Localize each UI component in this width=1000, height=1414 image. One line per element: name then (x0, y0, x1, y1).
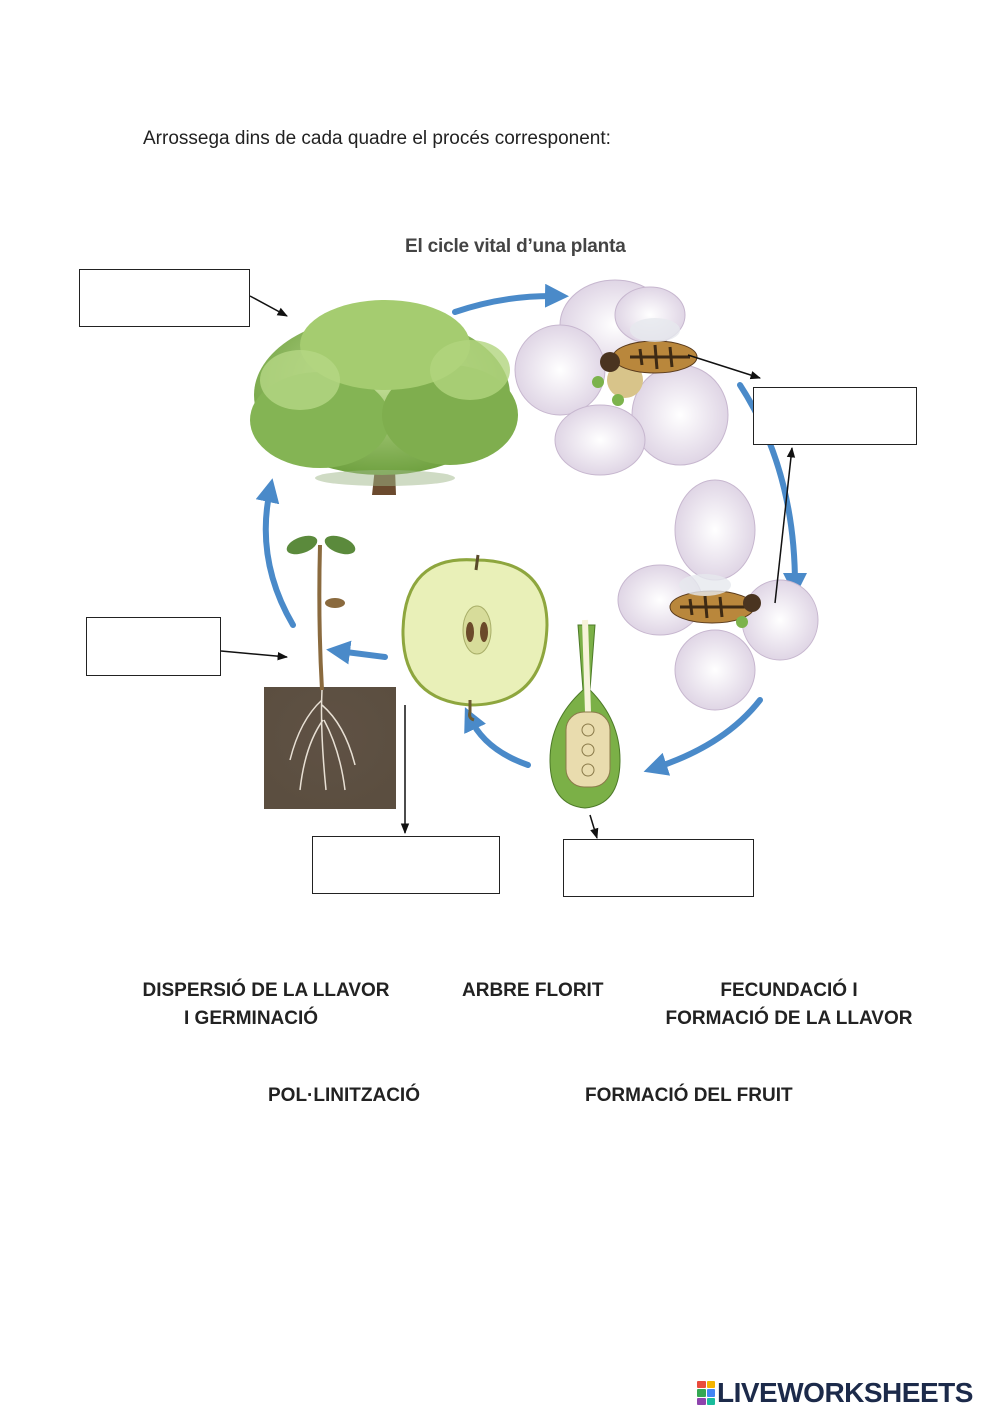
cycle-arrow-seedling-to-tree (266, 490, 293, 625)
flower-with-bee-illustration (515, 280, 728, 475)
label-fecundation-line1: FECUNDACIÓ I (660, 977, 918, 1005)
pointer-line-seedling (221, 651, 287, 657)
tree-illustration (250, 300, 518, 495)
cycle-arrow-apple-to-seedling (338, 651, 385, 657)
cycle-arrow-bee-to-ovary (655, 700, 760, 768)
label-dispersal-line1: DISPERSIÓ DE LA LLAVOR (142, 977, 390, 1005)
label-tree-text: ARBRE FLORIT (462, 977, 603, 1005)
label-fruit-text: FORMACIÓ DEL FRUIT (585, 1082, 793, 1110)
pointer-line-ovary (590, 815, 597, 838)
cycle-arrow-ovary-to-apple (470, 718, 528, 765)
label-dispersal-line2: I GERMINACIÓ (142, 1005, 390, 1033)
liveworksheets-logo-icon (697, 1381, 715, 1405)
label-fruit-formation[interactable]: FORMACIÓ DEL FRUIT (585, 1082, 793, 1110)
liveworksheets-brand-text: LIVEWORKSHEETS (717, 1377, 973, 1409)
answer-box-ovary[interactable] (563, 839, 754, 897)
label-fecundation-line2: FORMACIÓ DE LA LLAVOR (660, 1005, 918, 1033)
pointer-line-tree (250, 296, 287, 316)
label-pollination[interactable]: POL·LINITZACIÓ (268, 1082, 420, 1110)
seedling-illustration (264, 532, 396, 809)
cycle-arrow-tree-to-flower (455, 296, 557, 312)
label-pollination-text: POL·LINITZACIÓ (268, 1082, 420, 1110)
apple-half-illustration (403, 555, 547, 720)
ovary-section-illustration (550, 620, 620, 808)
label-tree-in-bloom[interactable]: ARBRE FLORIT (462, 977, 603, 1005)
liveworksheets-logo: LIVEWORKSHEETS (697, 1377, 973, 1409)
answer-box-pollination[interactable] (753, 387, 917, 445)
answer-box-tree[interactable] (79, 269, 250, 327)
answer-box-apple[interactable] (312, 836, 500, 894)
label-dispersal-germination[interactable]: DISPERSIÓ DE LA LLAVOR I GERMINACIÓ (142, 977, 390, 1033)
answer-box-seedling[interactable] (86, 617, 221, 676)
label-fecundation[interactable]: FECUNDACIÓ I FORMACIÓ DE LA LLAVOR (660, 977, 918, 1033)
